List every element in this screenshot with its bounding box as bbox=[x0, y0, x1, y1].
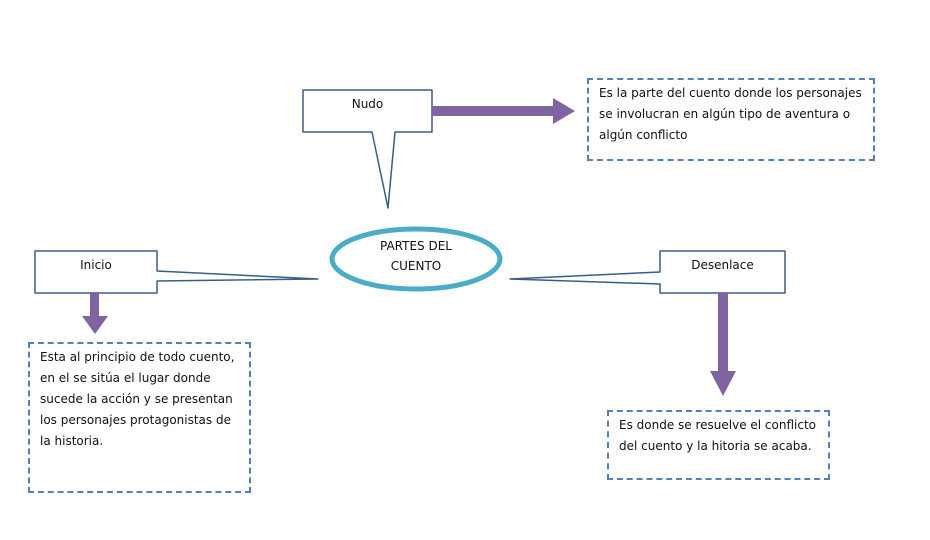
desenlace-callout-shape bbox=[509, 250, 786, 294]
nudo-arrow bbox=[432, 98, 575, 124]
center-ellipse bbox=[329, 226, 503, 292]
inicio-callout-shape bbox=[34, 250, 319, 294]
inicio-description: Esta al principio de todo cuento, en el … bbox=[28, 342, 251, 493]
center-title-line1: PARTES DEL bbox=[380, 239, 452, 253]
inicio-label: Inicio bbox=[80, 258, 112, 272]
inicio-arrow bbox=[82, 293, 108, 334]
center-title: PARTES DEL CUENTO bbox=[346, 236, 486, 276]
desenlace-description: Es donde se resuelve el conflicto del cu… bbox=[607, 410, 830, 480]
nudo-label: Nudo bbox=[351, 97, 384, 111]
desenlace-label: Desenlace bbox=[691, 258, 754, 272]
nudo-callout-shape bbox=[302, 89, 433, 209]
desenlace-arrow bbox=[710, 293, 736, 396]
nudo-description: Es la parte del cuento donde los persona… bbox=[587, 78, 875, 161]
center-title-line2: CUENTO bbox=[390, 259, 442, 273]
